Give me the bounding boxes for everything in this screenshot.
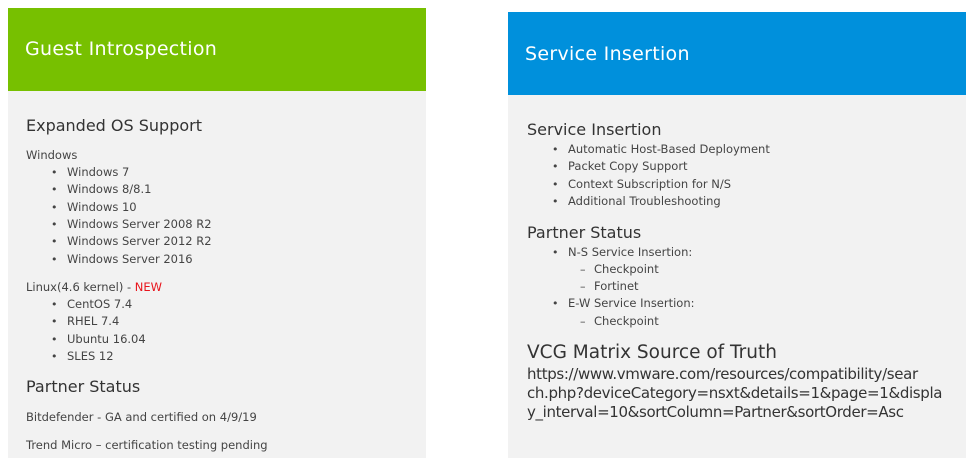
bullet-icon: • bbox=[552, 195, 559, 209]
sub-list-item: Fortinet bbox=[594, 279, 639, 293]
list-item: RHEL 7.4 bbox=[67, 314, 120, 329]
list-item: SLES 12 bbox=[67, 348, 114, 363]
bullet-icon: • bbox=[552, 177, 559, 191]
sub-list-item: Checkpoint bbox=[594, 262, 659, 276]
vcg-heading: VCG Matrix Source of Truth bbox=[527, 342, 777, 363]
list-item: Automatic Host-Based Deployment bbox=[568, 142, 770, 156]
list-item: Windows 7 bbox=[67, 165, 130, 179]
list-item: E-W Service Insertion: bbox=[568, 296, 695, 310]
dash-icon: – bbox=[580, 315, 586, 328]
partner-status-item: Trend Micro – certification testing pend… bbox=[26, 438, 268, 452]
bullet-icon: • bbox=[51, 183, 58, 197]
bullet-icon: • bbox=[51, 252, 58, 266]
bullet-icon: • bbox=[51, 200, 58, 214]
list-item: Windows Server 2008 R2 bbox=[67, 216, 212, 231]
panel-title: Guest Introspection bbox=[25, 38, 218, 60]
section-heading: Partner Status bbox=[26, 377, 141, 396]
panel-title: Service Insertion bbox=[525, 43, 690, 65]
vcg-url-line[interactable]: y_interval=10&sortColumn=Partner&sortOrd… bbox=[527, 403, 904, 421]
new-badge: NEW bbox=[134, 280, 163, 294]
list-item: Packet Copy Support bbox=[568, 159, 688, 174]
list-item: Additional Troubleshooting bbox=[568, 194, 721, 209]
list-item: Windows Server 2016 bbox=[67, 251, 193, 266]
list-item: N-S Service Insertion: bbox=[568, 245, 693, 259]
list-item: Context Subscription for N/S bbox=[568, 176, 732, 191]
list-item: Windows 8/8.1 bbox=[67, 182, 152, 197]
bullet-icon: • bbox=[552, 246, 559, 259]
bullet-icon: • bbox=[51, 298, 58, 311]
bullet-icon: • bbox=[552, 143, 559, 156]
sub-list-item: Checkpoint bbox=[594, 314, 659, 328]
list-item: Ubuntu 16.04 bbox=[67, 331, 146, 346]
bullet-icon: • bbox=[51, 235, 58, 249]
list-item: Windows Server 2012 R2 bbox=[67, 234, 212, 249]
dash-icon: – bbox=[580, 280, 586, 293]
bullet-icon: • bbox=[552, 160, 559, 174]
service-insertion-panel: Service Insertion bbox=[508, 12, 966, 458]
vcg-url-line[interactable]: https://www.vmware.com/resources/compati… bbox=[527, 365, 918, 383]
panel-header: Service Insertion bbox=[508, 12, 966, 95]
partner-status-item: Bitdefender - GA and certified on 4/9/19 bbox=[26, 410, 257, 424]
bullet-icon: • bbox=[51, 217, 58, 231]
list-item: Windows 10 bbox=[67, 199, 137, 214]
section-heading: Service Insertion bbox=[527, 120, 662, 139]
vcg-url-line[interactable]: ch.php?deviceCategory=nsxt&details=1&pag… bbox=[527, 384, 943, 402]
bullet-icon: • bbox=[51, 315, 58, 329]
linux-label: Linux(4.6 kernel) - bbox=[26, 280, 135, 294]
bullet-icon: • bbox=[51, 166, 58, 179]
list-item: CentOS 7.4 bbox=[67, 297, 133, 311]
section-heading: Partner Status bbox=[527, 223, 642, 242]
section-heading: Expanded OS Support bbox=[26, 116, 203, 135]
bullet-icon: • bbox=[51, 332, 58, 346]
group-label: Windows bbox=[26, 148, 78, 162]
panel-header: Guest Introspection bbox=[8, 8, 426, 91]
guest-introspection-panel: Guest Introspection bbox=[8, 8, 426, 458]
dash-icon: – bbox=[580, 263, 586, 276]
bullet-icon: • bbox=[552, 297, 559, 310]
bullet-icon: • bbox=[51, 349, 58, 363]
group-label: Linux(4.6 kernel) - NEW bbox=[26, 280, 163, 294]
